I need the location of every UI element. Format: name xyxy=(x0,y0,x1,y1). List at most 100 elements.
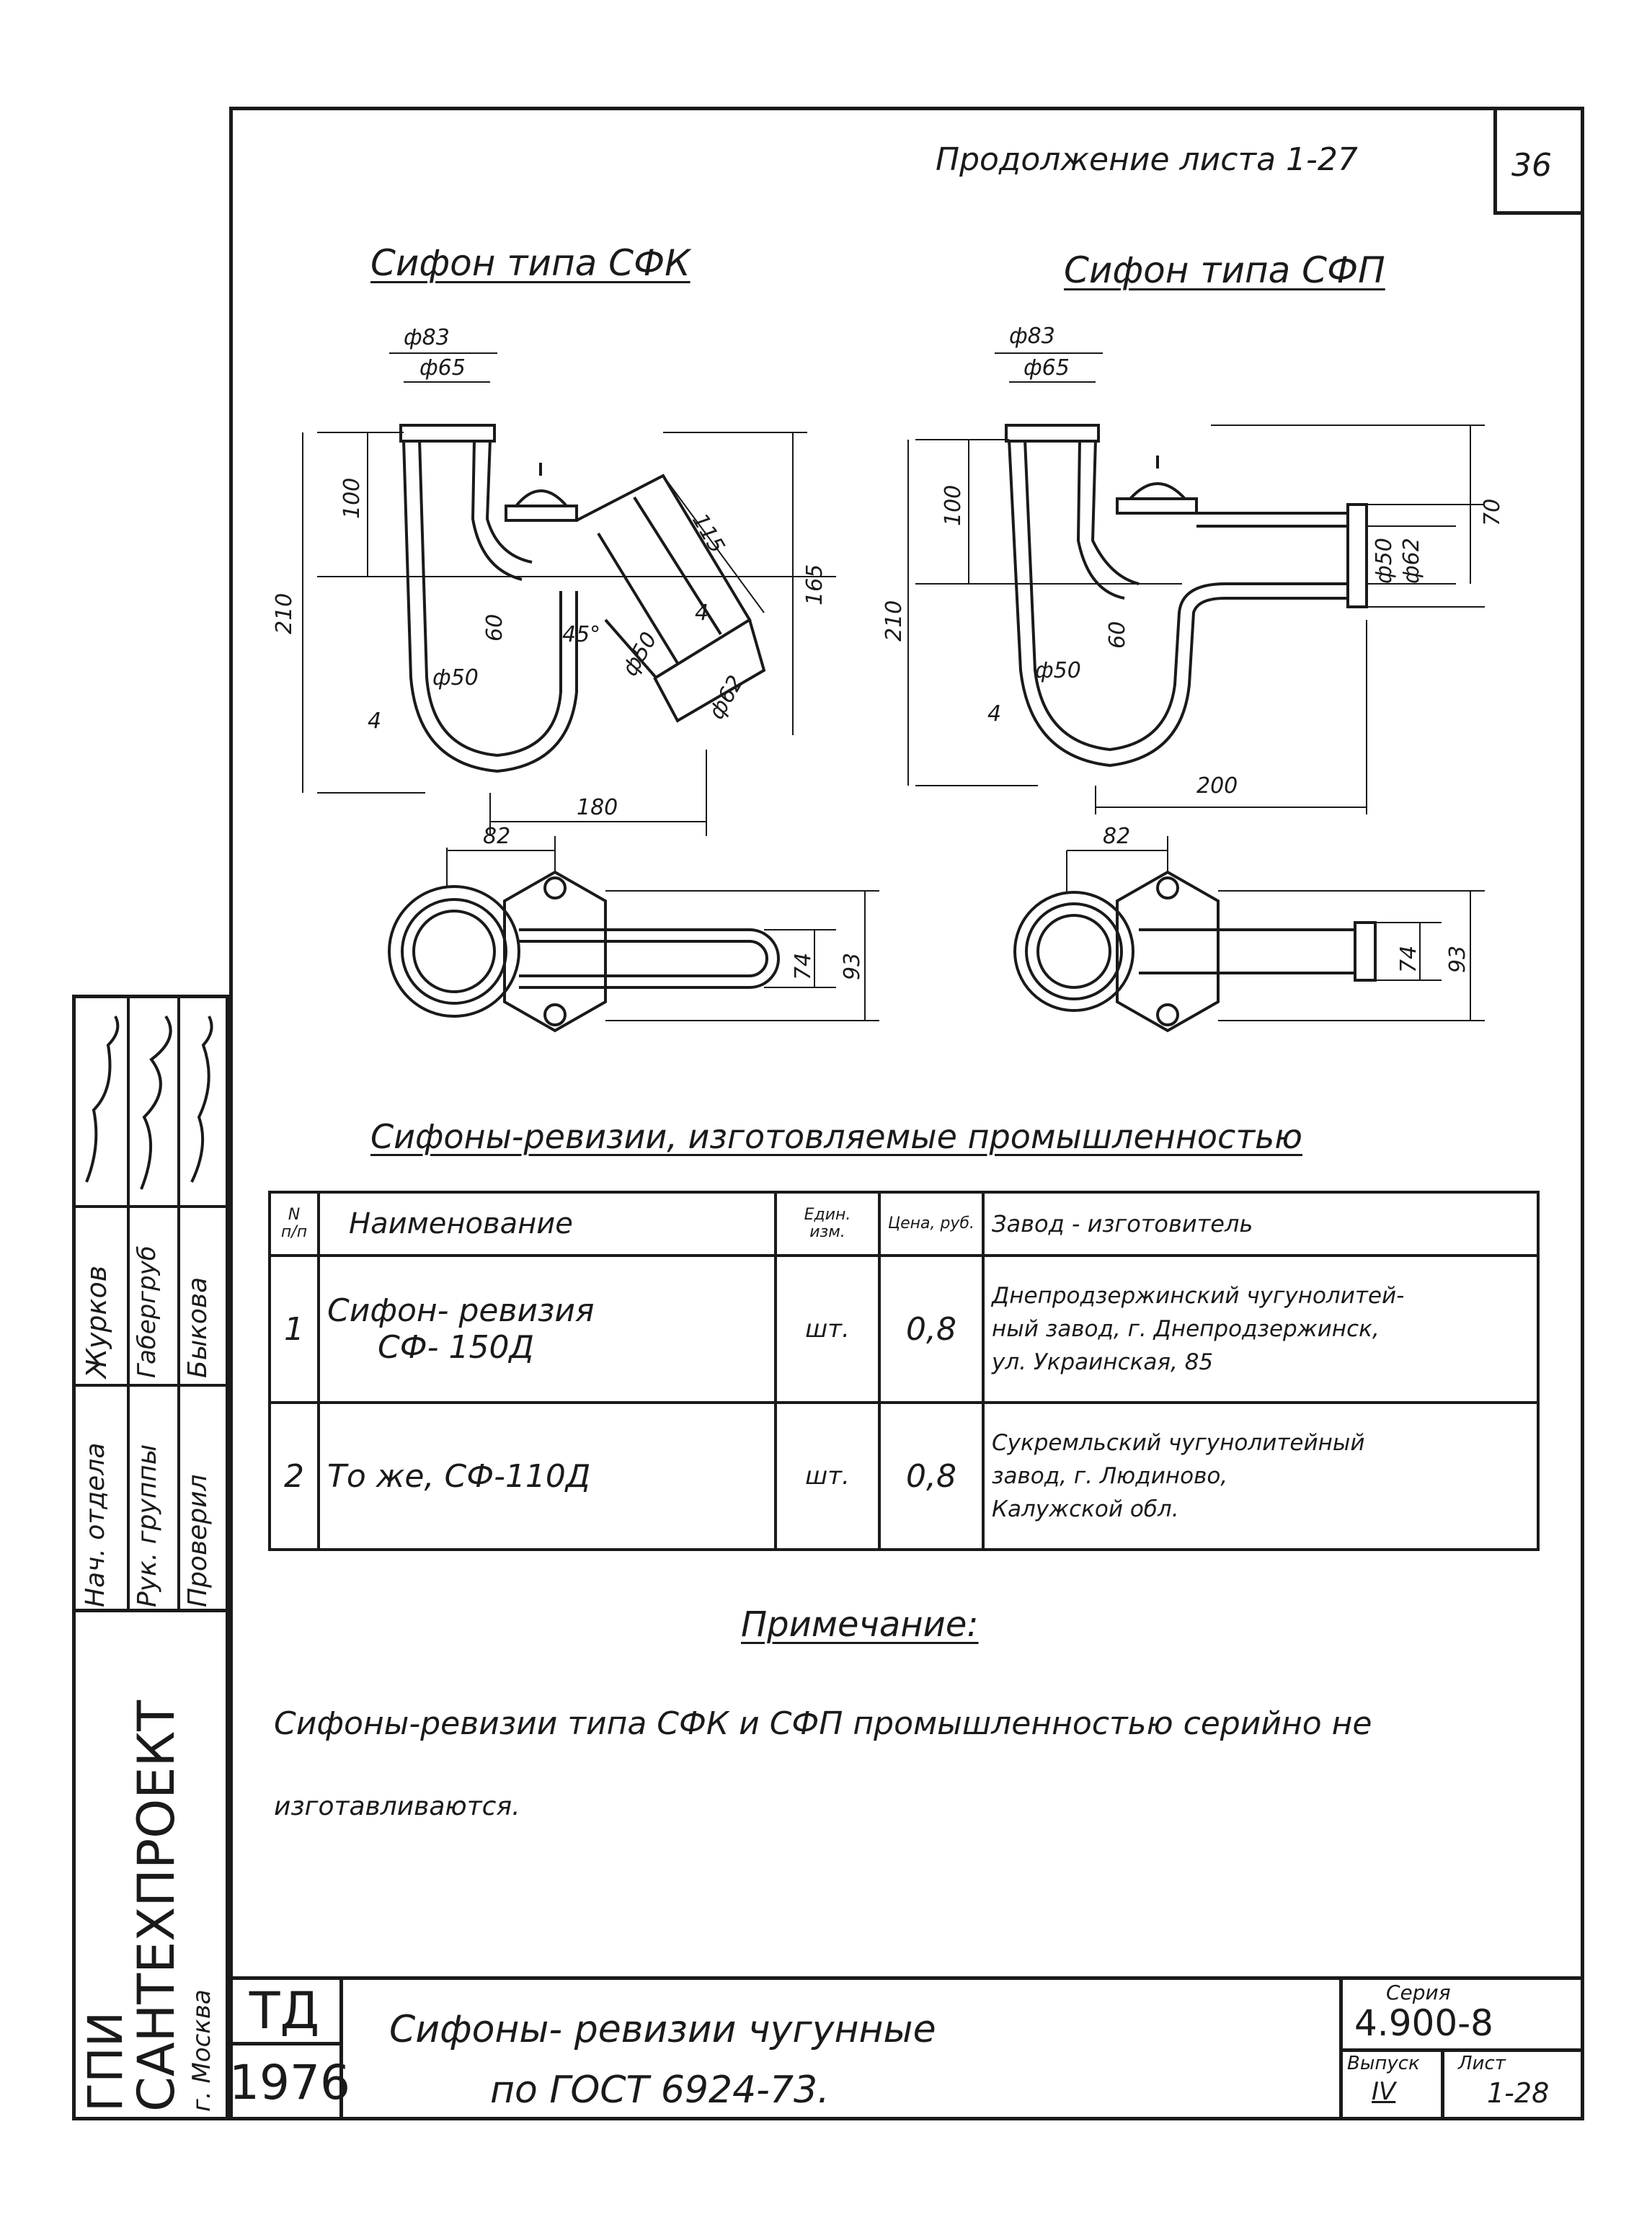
issue-value: IV xyxy=(1372,2077,1396,2106)
row-maker-line2: завод, г. Людиново, xyxy=(992,1463,1228,1489)
dim-d65: ф65 xyxy=(419,355,466,381)
row-maker: Днепродзержинский чугунолитей- ный завод… xyxy=(982,1254,1540,1404)
dim-h100: 100 xyxy=(339,478,365,519)
plan-dim-w74: 74 xyxy=(1396,946,1421,973)
sheet-value: 1-28 xyxy=(1487,2077,1550,2109)
td-year: 1976 xyxy=(229,2055,350,2110)
row-name-line2: СФ- 150Д xyxy=(378,1329,534,1366)
row-num: 2 xyxy=(268,1401,320,1551)
stamp-row-line-1 xyxy=(72,1384,229,1387)
row-name-line1: То же, СФ-110Д xyxy=(327,1457,591,1495)
series-divider xyxy=(1343,2048,1584,2052)
td-box: ТД 1976 xyxy=(229,1976,350,2120)
dim-h210: 210 xyxy=(272,593,297,634)
dim-d50-inlet: ф50 xyxy=(1035,658,1081,683)
name-group: Габергруб xyxy=(133,1245,161,1378)
series-box: Серия 4.900-8 Выпуск IV Лист 1-28 xyxy=(1339,1976,1584,2120)
row-price: 0,8 xyxy=(878,1254,985,1404)
row-maker-line2: ный завод, г. Днепродзержинск, xyxy=(992,1316,1380,1342)
page-number: 36 xyxy=(1511,147,1552,184)
role-head: Нач. отдела xyxy=(81,1442,110,1607)
row-unit: шт. xyxy=(774,1254,881,1404)
org-city: г. Москва xyxy=(187,1989,216,2112)
right-drawing-title: Сифон типа СФП xyxy=(1064,249,1385,291)
side-stamp-divider xyxy=(72,1609,229,1612)
dim-t4-wall: 4 xyxy=(368,708,381,734)
dim-t4-outlet: 4 xyxy=(695,600,709,626)
plan-dim-w93: 93 xyxy=(840,953,865,980)
role-checked: Проверил xyxy=(183,1474,213,1607)
header-maker: Завод - изготовитель xyxy=(982,1191,1540,1257)
signature-marks xyxy=(85,1015,213,1190)
dim-angle45: 45° xyxy=(562,622,600,647)
dim-t4-wall: 4 xyxy=(987,701,1001,727)
stamp-col-line-2 xyxy=(177,995,180,1609)
dim-w200: 200 xyxy=(1196,773,1238,799)
dim-h100: 100 xyxy=(941,485,966,526)
siphon-sfp-front-view: ф83 ф65 100 210 70 ф50 ф62 ф50 4 60 200 xyxy=(881,324,1505,814)
dim-w180: 180 xyxy=(577,795,618,820)
note-line2: изготавливаются. xyxy=(274,1792,520,1821)
name-head: Журков xyxy=(81,1265,112,1378)
title-block xyxy=(229,1976,1584,2120)
row-maker-line1: Днепродзержинский чугунолитей- xyxy=(992,1283,1405,1309)
stamp-row-line-2 xyxy=(72,1205,229,1208)
row-name-line1: Сифон- ревизия xyxy=(327,1292,595,1329)
plan-dim-w82: 82 xyxy=(1103,824,1130,849)
note-title: Примечание: xyxy=(741,1604,979,1645)
row-maker-line3: ул. Украинская, 85 xyxy=(992,1349,1214,1375)
role-group: Рук. группы xyxy=(133,1444,162,1607)
document-title-line1: Сифоны- ревизии чугунные xyxy=(389,2008,936,2051)
issue-divider xyxy=(1441,2048,1444,2118)
dim-d50-inlet: ф50 xyxy=(432,665,479,690)
dim-d83: ф83 xyxy=(404,325,450,350)
header-name: Наименование xyxy=(317,1191,777,1257)
siphon-sfk-front-view: ф83 ф65 100 210 165 115 ф50 ф50 ф62 4 4 … xyxy=(272,325,836,836)
series-value: 4.900-8 xyxy=(1354,2002,1493,2044)
dim-d50-outlet: ф50 xyxy=(1372,538,1397,584)
manufacturers-table: N п/п Наименование Един. изм. Цена, руб.… xyxy=(268,1191,1540,1551)
side-stamp xyxy=(72,995,229,2120)
dim-d62: ф62 xyxy=(704,671,749,724)
table-header-row: N п/п Наименование Един. изм. Цена, руб.… xyxy=(268,1191,1540,1257)
series-label: Серия xyxy=(1386,1981,1451,2004)
document-title-line2: по ГОСТ 6924-73. xyxy=(490,2069,830,2112)
dim-d65: ф65 xyxy=(1023,355,1070,381)
row-num: 1 xyxy=(268,1254,320,1404)
issue-label: Выпуск xyxy=(1347,2053,1420,2074)
row-name: То же, СФ-110Д xyxy=(317,1401,777,1551)
header-num: N п/п xyxy=(268,1191,320,1257)
siphon-sfp-plan-view: 82 74 93 xyxy=(1013,824,1485,1033)
dim-h165: 165 xyxy=(802,564,827,605)
dim-h60: 60 xyxy=(482,614,507,641)
table-caption: Сифоны-ревизии, изготовляемые промышленн… xyxy=(370,1117,1302,1156)
row-price: 0,8 xyxy=(878,1401,985,1551)
header-unit: Един. изм. xyxy=(774,1191,881,1257)
plan-dim-w74: 74 xyxy=(791,953,816,980)
dim-h70: 70 xyxy=(1480,499,1505,526)
header-price: Цена, руб. xyxy=(878,1191,985,1257)
row-unit: шт. xyxy=(774,1401,881,1551)
row-maker-line3: Калужской обл. xyxy=(992,1496,1179,1522)
plan-dim-w93: 93 xyxy=(1445,946,1470,973)
row-maker-line1: Сукремльский чугунолитейный xyxy=(992,1430,1365,1456)
row-name: Сифон- ревизия СФ- 150Д xyxy=(317,1254,777,1404)
name-checked: Быкова xyxy=(183,1276,213,1378)
td-code: ТД xyxy=(229,1976,339,2045)
org-santehproekt: САНТЕХПРОЕКТ xyxy=(127,1700,186,2112)
dim-h210: 210 xyxy=(881,600,907,641)
dim-d62: ф62 xyxy=(1399,538,1424,584)
dim-h60: 60 xyxy=(1105,621,1130,649)
drawing-frame xyxy=(229,107,1584,2120)
plan-dim-w82: 82 xyxy=(483,824,510,849)
page-number-box: 36 xyxy=(1493,107,1584,215)
row-maker: Сукремльский чугунолитейный завод, г. Лю… xyxy=(982,1401,1540,1551)
dim-d50-outlet: ф50 xyxy=(618,628,662,680)
table-row: 2 То же, СФ-110Д шт. 0,8 Сукремльский чу… xyxy=(268,1401,1540,1551)
stamp-col-line-1 xyxy=(127,995,130,1609)
left-drawing-title: Сифон типа СФК xyxy=(370,242,690,284)
dim-d83: ф83 xyxy=(1009,324,1055,349)
continuation-note: Продолжение листа 1-27 xyxy=(936,141,1358,178)
siphon-sfk-plan-view: 82 74 93 xyxy=(388,824,879,1033)
note-line1: Сифоны-ревизии типа СФК и СФП промышленн… xyxy=(274,1705,1372,1742)
